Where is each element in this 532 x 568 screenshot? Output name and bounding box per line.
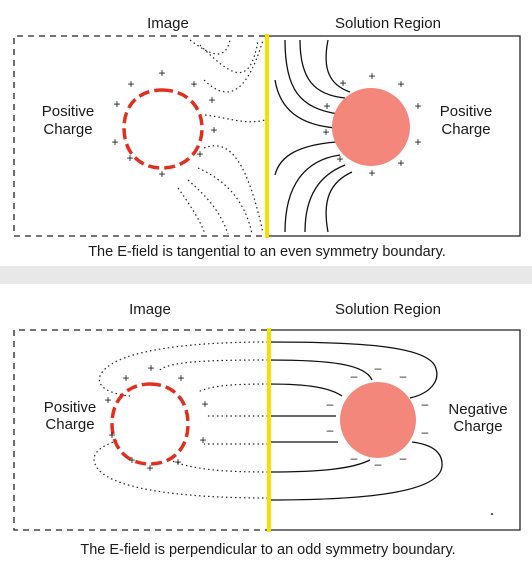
even-symmetry-diagram: Image Solution Region + + + + + + + bbox=[13, 15, 521, 260]
solution-charge bbox=[340, 382, 416, 458]
svg-text:+: + bbox=[113, 97, 120, 111]
svg-text:–: – bbox=[351, 451, 358, 465]
svg-text:+: + bbox=[397, 156, 404, 170]
svg-text:+: + bbox=[122, 371, 129, 385]
svg-text:+: + bbox=[201, 397, 208, 411]
svg-text:+: + bbox=[368, 69, 375, 83]
svg-text:–: – bbox=[351, 369, 358, 383]
svg-text:+: + bbox=[146, 461, 153, 475]
svg-text:+: + bbox=[322, 125, 329, 139]
solution-field-lines bbox=[274, 39, 353, 233]
odd-symmetry-diagram: Image Solution Region + + + + + + + + bbox=[13, 301, 521, 558]
solution-charge bbox=[332, 88, 410, 166]
caption: The E-field is perpendicular to an odd s… bbox=[80, 542, 455, 558]
solution-charge-label-line1: Negative bbox=[448, 401, 507, 418]
caption: The E-field is tangential to an even sym… bbox=[88, 244, 446, 260]
image-charge-outline bbox=[122, 88, 204, 170]
svg-text:–: – bbox=[400, 451, 407, 465]
image-charge-label-line2: Charge bbox=[45, 416, 94, 433]
solution-charge-label-line1: Positive bbox=[440, 103, 493, 120]
svg-text:+: + bbox=[199, 433, 206, 447]
image-charge-outline bbox=[110, 382, 190, 466]
image-charge-signs: + + + + + + + + + + bbox=[111, 66, 217, 181]
svg-text:+: + bbox=[108, 428, 115, 442]
odd-symmetry-panel: Image Solution Region + + + + + + + + bbox=[0, 284, 532, 568]
svg-text:+: + bbox=[111, 135, 118, 149]
solution-region-label: Solution Region bbox=[335, 15, 441, 32]
svg-text:+: + bbox=[208, 93, 215, 107]
image-charge-label-line2: Charge bbox=[43, 121, 92, 138]
svg-text:–: – bbox=[375, 361, 382, 375]
image-region-border bbox=[13, 35, 265, 237]
image-charge-label-line1: Positive bbox=[42, 103, 95, 120]
svg-text:–: – bbox=[422, 425, 429, 439]
svg-text:+: + bbox=[126, 151, 133, 165]
image-charge-label-line1: Positive bbox=[44, 399, 97, 416]
svg-text:+: + bbox=[323, 99, 330, 113]
svg-text:–: – bbox=[422, 397, 429, 411]
svg-text:+: + bbox=[177, 371, 184, 385]
svg-text:+: + bbox=[397, 77, 404, 91]
svg-text:+: + bbox=[128, 453, 135, 467]
solution-region-border bbox=[270, 329, 521, 531]
svg-text:–: – bbox=[400, 369, 407, 383]
solution-charge-signs: + + + + + + + + + + bbox=[322, 69, 421, 180]
svg-text:+: + bbox=[104, 393, 111, 407]
solution-region-border bbox=[268, 35, 521, 237]
svg-text:+: + bbox=[336, 152, 343, 166]
svg-text:+: + bbox=[147, 361, 154, 375]
image-field-lines bbox=[93, 341, 269, 499]
solution-field-lines bbox=[267, 341, 443, 501]
image-charge-signs: + + + + + + + + + + bbox=[104, 361, 208, 475]
svg-text:+: + bbox=[210, 123, 217, 137]
svg-text:+: + bbox=[414, 135, 421, 149]
svg-text:+: + bbox=[158, 66, 165, 80]
svg-text:+: + bbox=[339, 76, 346, 90]
image-region-border bbox=[13, 329, 267, 531]
svg-text:+: + bbox=[414, 99, 421, 113]
solution-charge-signs: – – – – – – – – – – bbox=[327, 361, 429, 471]
solution-charge-label-line2: Charge bbox=[453, 418, 502, 435]
svg-text:+: + bbox=[127, 77, 134, 91]
stray-dot bbox=[491, 513, 493, 515]
solution-charge-label-line2: Charge bbox=[441, 121, 490, 138]
svg-text:+: + bbox=[368, 166, 375, 180]
solution-region-label: Solution Region bbox=[335, 301, 441, 318]
svg-text:+: + bbox=[196, 147, 203, 161]
svg-text:+: + bbox=[174, 455, 181, 469]
svg-text:+: + bbox=[190, 77, 197, 91]
image-field-lines bbox=[177, 39, 266, 235]
svg-text:–: – bbox=[327, 397, 334, 411]
svg-text:–: – bbox=[327, 423, 334, 437]
image-label: Image bbox=[129, 301, 171, 318]
even-symmetry-panel: Image Solution Region + + + + + + + bbox=[0, 0, 532, 266]
svg-text:+: + bbox=[158, 167, 165, 181]
svg-text:–: – bbox=[375, 457, 382, 471]
image-label: Image bbox=[147, 15, 189, 32]
